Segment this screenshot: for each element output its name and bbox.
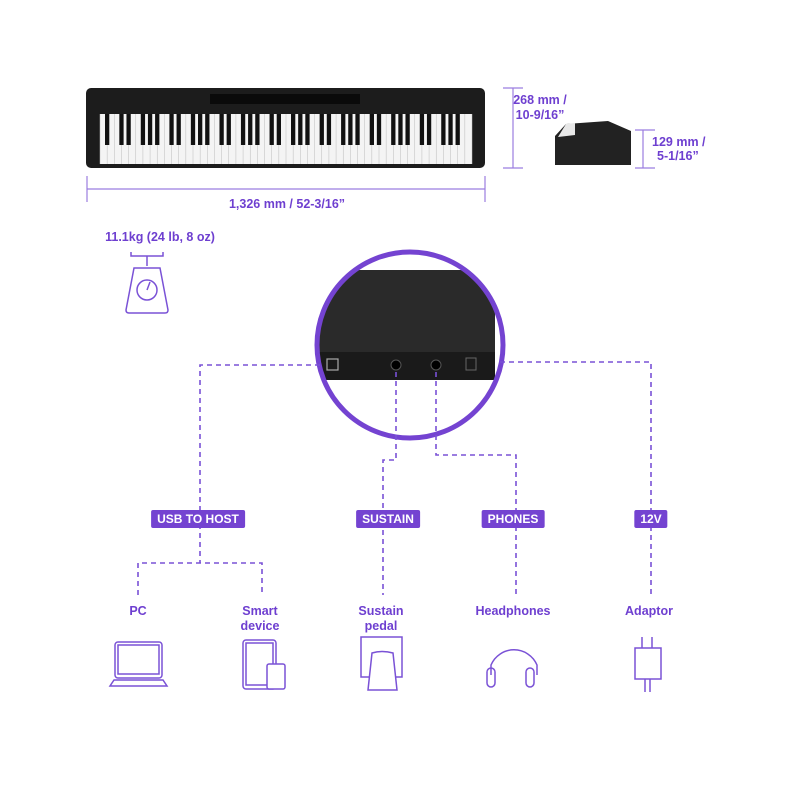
device-label-smart: Smart device [240,604,280,633]
black-key [226,114,231,145]
black-key [119,114,124,145]
black-key [169,114,174,145]
black-key [205,114,210,145]
height-label-line1: 268 mm / [513,93,567,107]
port-badge-12v: 12V [634,510,668,528]
black-key [305,114,310,145]
black-key [176,114,181,145]
black-key [398,114,403,145]
port-badge-sustain: SUSTAIN [356,510,420,528]
black-key [355,114,360,145]
black-key [441,114,446,145]
port-badge-phones: PHONES [481,510,545,528]
black-key [391,114,396,145]
black-key [155,114,160,145]
port-badge-usb: USB TO HOST [151,510,245,528]
black-key [276,114,281,145]
device-label-pedal: Sustain pedal [358,604,404,633]
black-key [255,114,260,145]
black-key [190,114,196,145]
piano-side-view [555,121,631,165]
black-key [455,114,460,145]
device-label-headphones: Headphones [475,604,551,618]
height-label-line2: 10-9/16” [515,108,565,122]
device-label-adaptor: Adaptor [625,604,673,618]
pedal-icon [360,636,403,691]
width-label: 1,326 mm / 52-3/16” [228,197,346,211]
black-key [326,114,332,145]
connector-zoom-circle [314,249,506,441]
black-key [269,114,274,145]
black-key [419,114,425,145]
black-key [140,114,146,145]
scale-icon [125,252,169,314]
black-key [369,114,374,145]
black-key [198,114,203,145]
black-key [126,114,131,145]
device-label-pc: PC [129,604,147,618]
piano-top-view [86,88,485,168]
black-key [240,114,246,145]
tablet-phone-icon [242,639,286,690]
black-key [298,114,303,145]
black-key [219,114,224,145]
black-key [319,114,324,145]
black-key [291,114,296,145]
weight-label: 11.1kg (24 lb, 8 oz) [105,230,215,244]
adaptor-icon [634,637,662,692]
black-key [248,114,253,145]
black-key [426,114,432,145]
black-key [147,114,153,145]
width-dimension-line [86,87,655,202]
headphones-icon [486,649,538,688]
black-key [448,114,453,145]
black-key [348,114,353,145]
depth-label-line2: 5-1/16” [657,149,699,163]
black-key [105,114,110,145]
black-key [376,114,382,145]
black-key [341,114,346,145]
depth-label-line1: 129 mm / [652,135,706,149]
black-key [405,114,410,145]
laptop-icon [108,641,169,687]
